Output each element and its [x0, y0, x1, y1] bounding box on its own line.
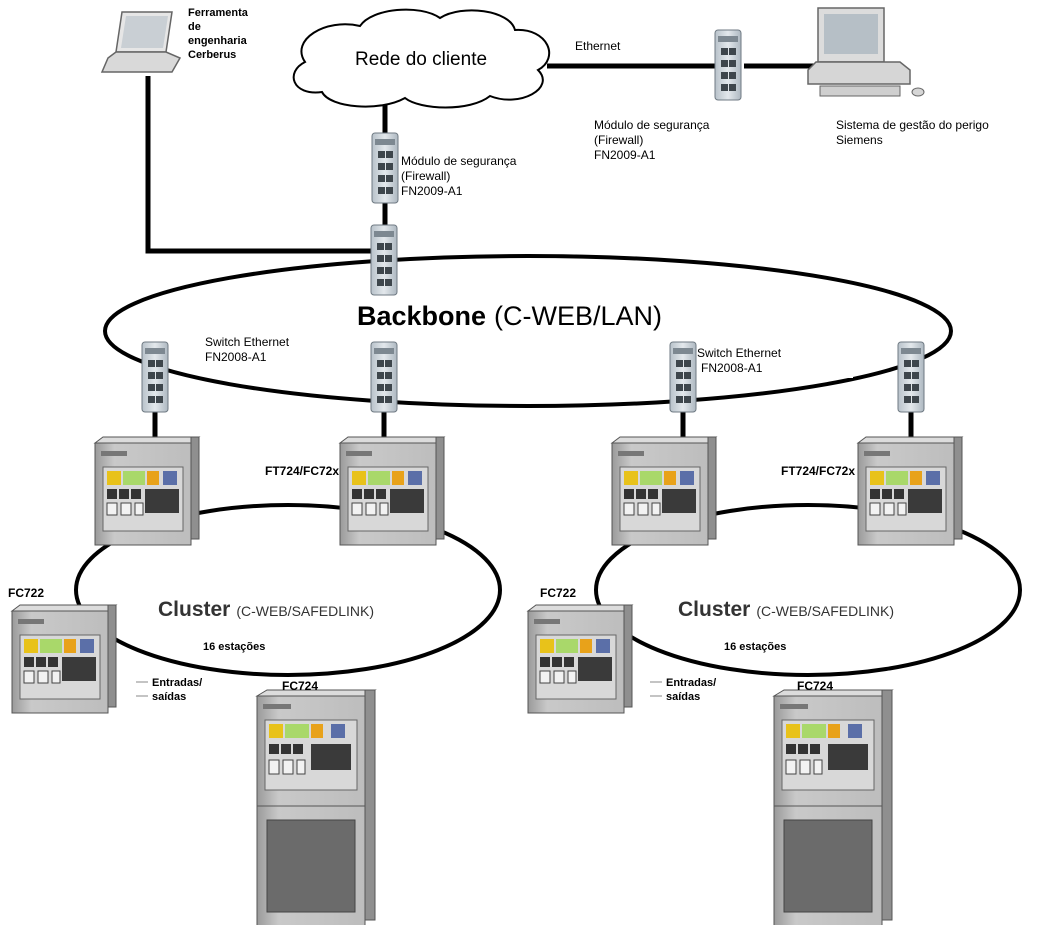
- customer-network-cloud: Rede do cliente: [292, 8, 550, 109]
- eng-tool-line-2: de: [188, 21, 201, 33]
- eng-tool-line-1: Ferramenta: [188, 7, 249, 19]
- workstation-icon: [807, 7, 925, 97]
- cluster-b-fc722-icon: [527, 604, 633, 714]
- cluster-b-title: Cluster(C-WEB/SAFEDLINK): [678, 598, 894, 621]
- cluster-a-io-line-2: saídas: [152, 691, 186, 703]
- switch-right-label: Switch Ethernet FN2008-A1: [697, 346, 782, 375]
- cluster-a-fc722-icon: [11, 604, 117, 714]
- cluster-a-panel-1-icon: [94, 436, 200, 546]
- firewall-mid-line-3: FN2009-A1: [401, 184, 463, 198]
- cluster-a-stations: 16 estações: [203, 641, 265, 653]
- cloud-label: Rede do cliente: [355, 49, 487, 70]
- firewall-top-line-2: (Firewall): [594, 133, 643, 147]
- eng-tool-line-4: Cerberus: [188, 49, 236, 61]
- cluster-rings: [74, 503, 1022, 677]
- eng-tool-line-3: engenharia: [188, 35, 248, 47]
- firewall-top-line-3: FN2009-A1: [594, 148, 656, 162]
- switch-3-icon: [669, 341, 697, 413]
- switch-right-line-1: Switch Ethernet: [697, 346, 782, 360]
- engineering-tool-label: Ferramenta de engenharia Cerberus: [186, 7, 276, 77]
- switch-right-line-2: FN2008-A1: [701, 361, 763, 375]
- mgmt-line-1: Sistema de gestão do perigo: [836, 118, 989, 132]
- switch-1-icon: [141, 341, 169, 413]
- firewall-module-mid-icon: [371, 132, 399, 204]
- cluster-a-title: Cluster(C-WEB/SAFEDLINK): [158, 598, 374, 621]
- cluster-b-panel-1-icon: [611, 436, 717, 546]
- cluster-b-labels: FT724/FC72x FC722 Cluster(C-WEB/SAFEDLIN…: [540, 464, 894, 703]
- firewall-mid-label: Módulo de segurança (Firewall) FN2009-A1: [401, 154, 517, 198]
- firewall-top-line-1: Módulo de segurança: [594, 118, 710, 132]
- cluster-b-fc724-label: FC724: [797, 679, 833, 693]
- cluster-a-labels: FT724/FC72x FC722 Cluster(C-WEB/SAFEDLIN…: [8, 464, 374, 703]
- switch-left-line-2: FN2008-A1: [205, 350, 267, 364]
- backbone-title: Backbone(C-WEB/LAN): [357, 301, 662, 331]
- switch-4-icon: [897, 341, 925, 413]
- firewall-mid-line-1: Módulo de segurança: [401, 154, 517, 168]
- firewall-module-top-icon: [714, 29, 742, 101]
- mgmt-system-label: Sistema de gestão do perigo Siemens: [836, 118, 989, 147]
- firewall-top-label: Módulo de segurança (Firewall) FN2009-A1: [594, 118, 710, 162]
- ethernet-label: Ethernet: [575, 39, 621, 53]
- firewall-mid-line-2: (Firewall): [401, 169, 450, 183]
- switch-2-icon: [370, 341, 398, 413]
- laptop-icon: [100, 11, 182, 73]
- cluster-a-io-line-1: Entradas/: [152, 677, 202, 689]
- wires: [145, 63, 914, 440]
- backbone-ring: [103, 254, 953, 408]
- cluster-b-fc722-label: FC722: [540, 586, 576, 600]
- cluster-a-panel-2-icon: [339, 436, 445, 546]
- mgmt-line-2: Siemens: [836, 133, 883, 147]
- cluster-a-ft-label: FT724/FC72x: [265, 464, 339, 478]
- cluster-b-panel-2-icon: [857, 436, 963, 546]
- cluster-b-stations: 16 estações: [724, 641, 786, 653]
- cluster-b-io-line-1: Entradas/: [666, 677, 716, 689]
- switch-left-label: Switch Ethernet FN2008-A1: [205, 335, 290, 364]
- switch-left-line-1: Switch Ethernet: [205, 335, 290, 349]
- cluster-a-fc722-label: FC722: [8, 586, 44, 600]
- cluster-b-io-line-2: saídas: [666, 691, 700, 703]
- cluster-b-ft-label: FT724/FC72x: [781, 464, 855, 478]
- cluster-b-fc724-icon: [773, 689, 893, 925]
- cluster-a-fc724-icon: [256, 689, 376, 925]
- backbone-router-icon: [370, 224, 398, 296]
- cluster-a-fc724-label: FC724: [282, 679, 318, 693]
